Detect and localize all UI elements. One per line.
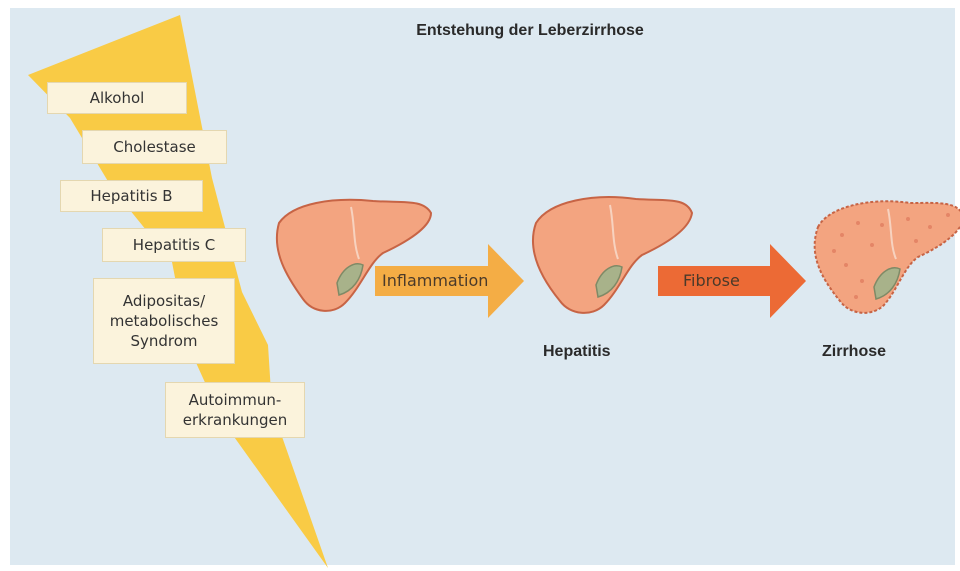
diagram-title: Entstehung der Leberzirrhose: [330, 22, 730, 40]
fibrosis-arrow-label: Fibrose: [683, 271, 740, 290]
cause-hepatitis-b: Hepatitis B: [60, 180, 203, 212]
stage-label-cirrhosis: Zirrhose: [822, 343, 886, 361]
cause-adipositas: Adipositas/ metabolisches Syndrom: [93, 278, 235, 364]
cause-alkohol: Alkohol: [47, 82, 187, 114]
cause-cholestase: Cholestase: [82, 130, 227, 164]
cause-hepatitis-c: Hepatitis C: [102, 228, 246, 262]
cause-autoimmun: Autoimmun- erkrankungen: [165, 382, 305, 438]
inflammation-arrow-label: Inflammation: [382, 271, 488, 290]
cirrhosis-liver-icon: [815, 201, 960, 313]
stage-label-hepatitis: Hepatitis: [543, 343, 611, 361]
